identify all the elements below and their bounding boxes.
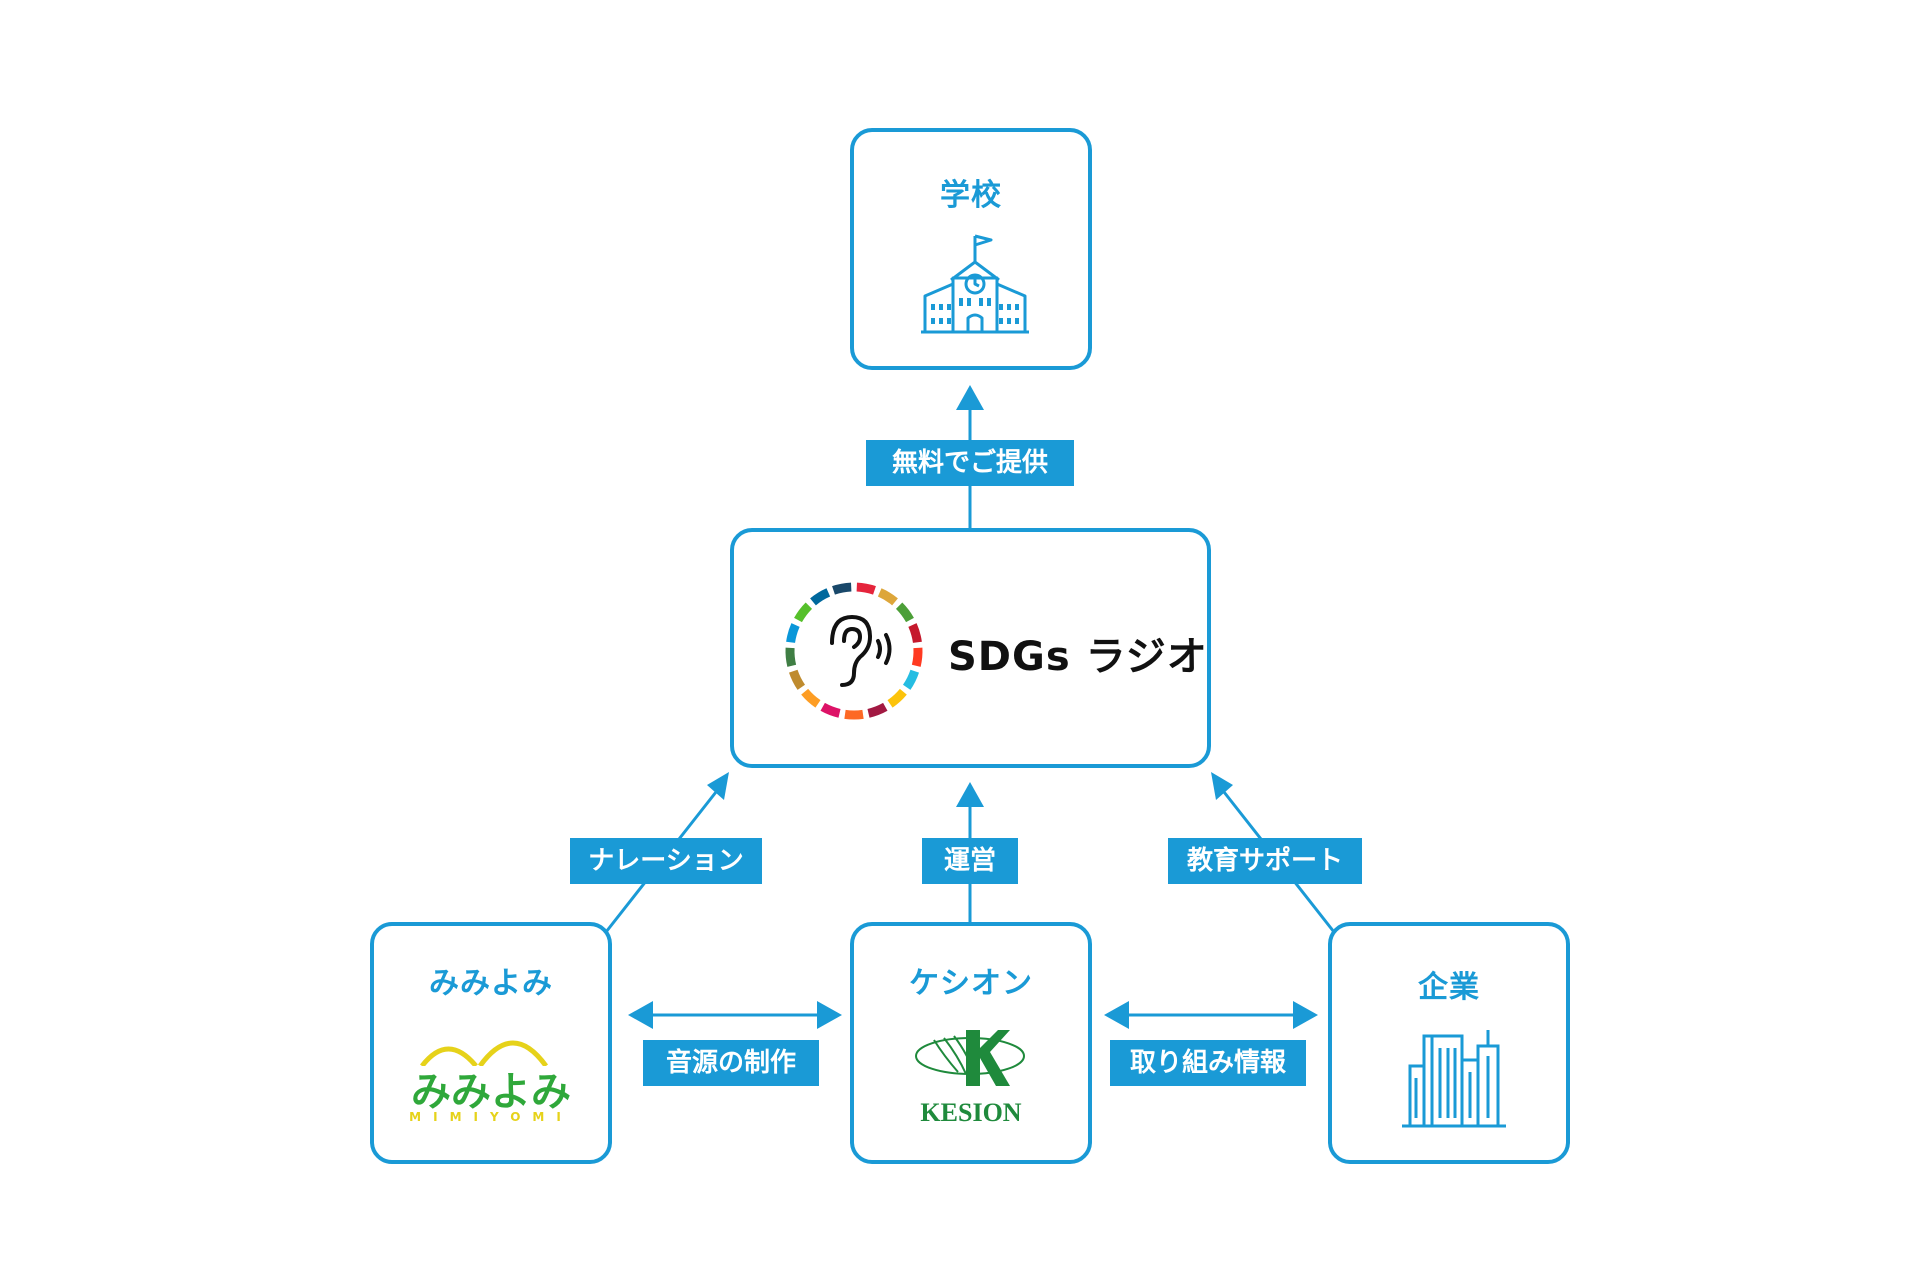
ear-glyph	[830, 614, 892, 687]
sdgs-ring-segment	[867, 702, 888, 718]
sdgs-ring-segment	[832, 582, 852, 595]
edge-label-audio-production: 音源の制作	[643, 1040, 819, 1086]
edge-label-narration: ナレーション	[570, 838, 762, 884]
arrowhead-up-school	[956, 385, 984, 410]
node-kesion-label: ケシオン	[909, 966, 1033, 1001]
kesion-logo-text: KESION	[920, 1098, 1022, 1127]
node-company: 企業	[1328, 922, 1570, 1164]
sdgs-ring-segment	[887, 688, 907, 708]
sdgs-ring-segment	[794, 602, 813, 623]
sdgs-ring-segment	[810, 588, 831, 606]
sdgs-ring-segment	[911, 647, 923, 667]
kesion-logo-icon	[915, 1030, 1025, 1086]
school-building-icon	[921, 234, 1029, 334]
mimiyomi-logo-subtext: MIMIYOMI	[409, 1110, 573, 1124]
sdgs-radio-logo-text: SDGs ラジオ	[948, 634, 1208, 680]
arrowhead-diag-right	[1211, 772, 1233, 800]
node-mimiyomi-label: みみよみ	[429, 966, 553, 1001]
sdgs-ring-segment	[788, 669, 806, 690]
edge-label-initiative-info: 取り組み情報	[1110, 1040, 1306, 1086]
arrowhead-up-center	[956, 782, 984, 807]
sdgs-ring-segment	[786, 623, 800, 644]
mimiyomi-arcs-icon	[420, 1040, 549, 1066]
node-mimiyomi: みみよみ みみよみ MIMIYOMI	[370, 922, 612, 1164]
arrowhead-right-kesion-a	[817, 1001, 842, 1029]
sdgs-ring-segment	[820, 702, 841, 718]
sdgs-ring-segment	[902, 669, 920, 690]
office-buildings-icon	[1402, 1030, 1506, 1128]
sdgs-ring-segment	[908, 623, 922, 644]
mimiyomi-logo-text: みみよみ	[411, 1069, 571, 1115]
node-sdgs-radio: SDGs ラジオ	[730, 528, 1211, 768]
sdgs-ring-segment	[844, 709, 864, 720]
node-kesion: ケシオン KESION	[850, 922, 1092, 1164]
edge-label-free-provision: 無料でご提供	[866, 440, 1074, 486]
edge-label-operation: 運営	[922, 838, 1018, 884]
sdgs-ring-segment	[877, 588, 898, 606]
node-school: 学校	[850, 128, 1092, 370]
sdgs-ring-segment	[785, 647, 797, 667]
sdgs-ring-segment	[856, 582, 876, 595]
arrowhead-diag-left	[707, 772, 729, 800]
node-school-label: 学校	[940, 178, 1002, 213]
arrowhead-left-kesion-b	[1104, 1001, 1129, 1029]
arrowhead-right-company	[1293, 1001, 1318, 1029]
edge-label-education-support: 教育サポート	[1168, 838, 1362, 884]
sdgs-ring-segment	[895, 602, 914, 623]
sdgs-ear-logo-icon	[785, 582, 923, 720]
sdgs-ring-segment	[801, 688, 821, 708]
node-company-label: 企業	[1418, 970, 1480, 1005]
arrowhead-left-mimiyomi	[628, 1001, 653, 1029]
